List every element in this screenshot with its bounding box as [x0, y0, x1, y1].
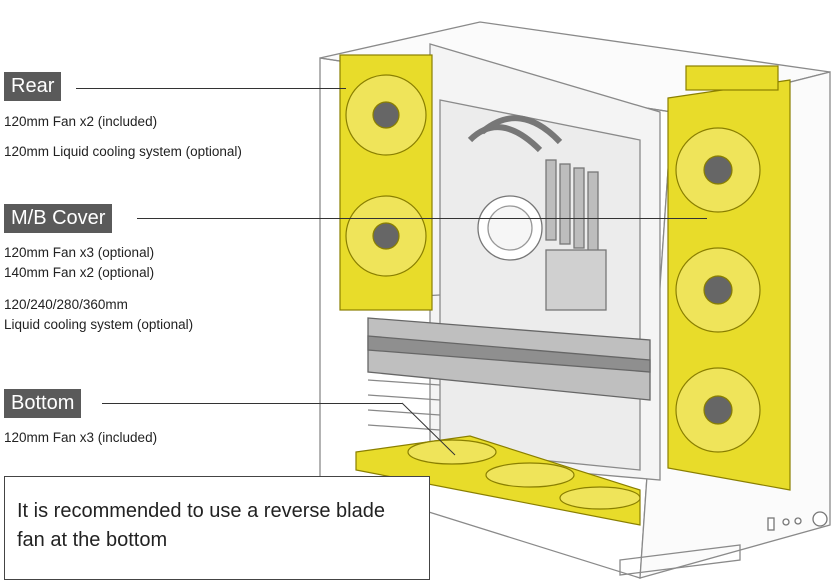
vrm-heatsink [545, 249, 607, 311]
mb-cover-spec-1: 120mm Fan x3 (optional) [4, 245, 155, 260]
motherboard [439, 99, 641, 471]
bottom-leader-line [102, 403, 402, 404]
mb-cover-tag: M/B Cover [4, 204, 113, 233]
note-line-1: It is recommended to use a reverse blade [17, 500, 385, 522]
side-fans [667, 65, 791, 491]
rear-tag: Rear [4, 72, 62, 101]
mb-cover-leader-line [137, 218, 707, 219]
mb-cover-spec-3: 120/240/280/360mm [4, 297, 128, 312]
bottom-fans [355, 435, 641, 526]
rear-leader-line [76, 88, 346, 89]
ram-modules [545, 159, 599, 253]
mb-cover-spec-2: 140mm Fan x2 (optional) [4, 265, 155, 280]
rear-fans [339, 54, 433, 311]
bottom-tag: Bottom [4, 389, 82, 418]
mb-cover-spec-4: Liquid cooling system (optional) [4, 317, 194, 332]
rear-spec-1: 120mm Fan x2 (included) [4, 114, 158, 129]
bottom-spec-1: 120mm Fan x3 (included) [4, 430, 158, 445]
recommendation-note-text: It is recommended to use a reverse blade… [17, 497, 427, 555]
bottom-leader-diagonal [401, 402, 456, 456]
note-line-2: fan at the bottom [17, 529, 168, 551]
rear-spec-2: 120mm Liquid cooling system (optional) [4, 144, 242, 159]
case-foot [619, 544, 741, 576]
front-io-ports [767, 511, 828, 531]
recommendation-note-box: It is recommended to use a reverse blade… [4, 476, 430, 580]
